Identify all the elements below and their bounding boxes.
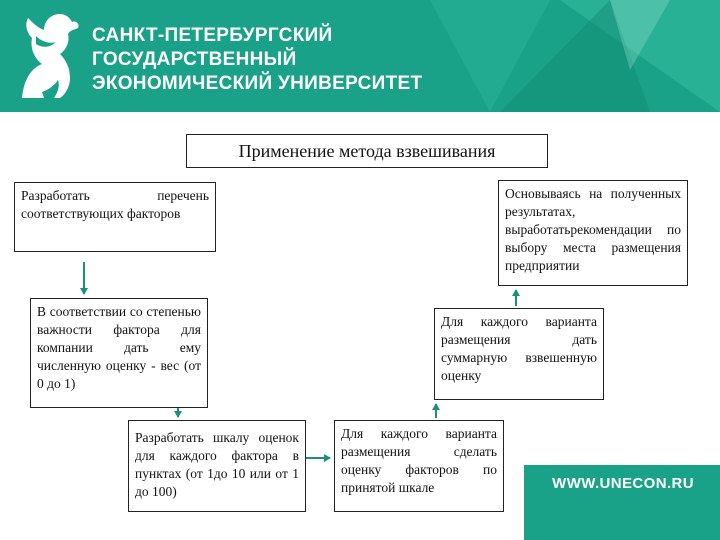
header-banner: САНКТ-ПЕТЕРБУРГСКИЙ ГОСУДАРСТВЕННЫЙ ЭКОН… bbox=[0, 0, 720, 112]
step-3-box: Разработать шкалу оценок для каждого фак… bbox=[128, 420, 306, 512]
step-6-box: Основываясь на полученных результатах, в… bbox=[498, 180, 688, 286]
footer-banner bbox=[524, 465, 720, 540]
university-name-line-1: САНКТ-ПЕТЕРБУРГСКИЙ bbox=[92, 25, 333, 46]
university-name: САНКТ-ПЕТЕРБУРГСКИЙ ГОСУДАРСТВЕННЫЙ ЭКОН… bbox=[92, 24, 422, 96]
header-decoration bbox=[430, 0, 720, 112]
step-2-box: В соответствии со степенью важности факт… bbox=[30, 298, 208, 408]
step-1-box: Разработать перечень соответствующих фак… bbox=[14, 182, 216, 252]
diagram-title: Применение метода взвешивания bbox=[186, 134, 548, 168]
university-name-line-2: ГОСУДАРСТВЕННЫЙ bbox=[92, 49, 297, 70]
step-5-box: Для каждого варианта размещения дать сум… bbox=[434, 308, 604, 400]
griffin-icon bbox=[22, 14, 79, 98]
step-4-box: Для каждого варианта размещения сделать … bbox=[334, 420, 504, 512]
university-name-line-3: ЭКОНОМИЧЕСКИЙ УНИВЕРСИТЕТ bbox=[92, 73, 423, 94]
website-link[interactable]: WWW.UNECON.RU bbox=[552, 475, 694, 492]
